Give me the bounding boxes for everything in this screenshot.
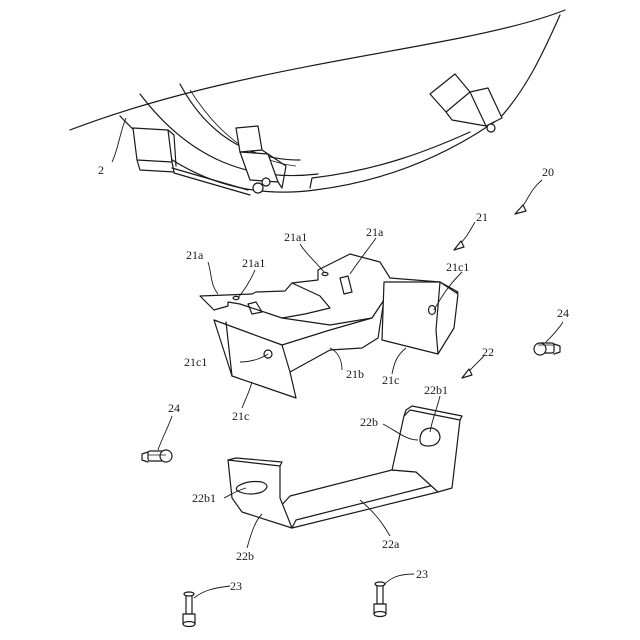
bracket-21: [200, 254, 458, 398]
label-21a-top: 21a: [366, 225, 384, 239]
label-22b1-top: 22b1: [424, 383, 448, 397]
bracket-22: [228, 406, 462, 528]
label-22a: 22a: [382, 537, 400, 551]
bracket-22-left-flange: [228, 460, 292, 528]
fastener-24-right: [534, 343, 560, 355]
label-21c-right: 21c: [382, 373, 399, 387]
bracket-21-right-flange: [382, 282, 458, 354]
label-24-right: 24: [557, 306, 569, 320]
label-22b1-left: 22b1: [192, 491, 216, 505]
bolt-23-right: [374, 582, 386, 617]
label-24-left: 24: [168, 401, 180, 415]
clip-left: [133, 128, 176, 172]
label-20: 20: [542, 165, 554, 179]
label-21a1-top: 21a1: [284, 230, 307, 244]
label-21c-left: 21c: [232, 409, 249, 423]
label-21c1-right: 21c1: [446, 260, 469, 274]
bolt-23-left: [183, 592, 195, 627]
label-22: 22: [482, 345, 494, 359]
label-23-right: 23: [416, 567, 428, 581]
pin-shaft: [172, 124, 495, 195]
label-21b: 21b: [346, 367, 364, 381]
label-21a-left: 21a: [186, 248, 204, 262]
label-22b-bottom: 22b: [236, 549, 254, 563]
reference-labels: 2 20 21 21a 21a1 21a1 21a 21c1 21c1 21b …: [98, 163, 569, 593]
label-21c1-left: 21c1: [184, 355, 207, 369]
label-23-left: 23: [230, 579, 242, 593]
label-2: 2: [98, 163, 104, 177]
label-22b-top: 22b: [360, 415, 378, 429]
label-21a1-left: 21a1: [242, 256, 265, 270]
clip-right: [430, 74, 502, 126]
fastener-24-left: [142, 450, 172, 462]
leader-lines: [112, 118, 563, 598]
bracket-21-left-flange: [214, 320, 296, 398]
clip-middle: [236, 126, 286, 188]
label-21: 21: [476, 210, 488, 224]
bracket-22-base: [270, 470, 444, 528]
